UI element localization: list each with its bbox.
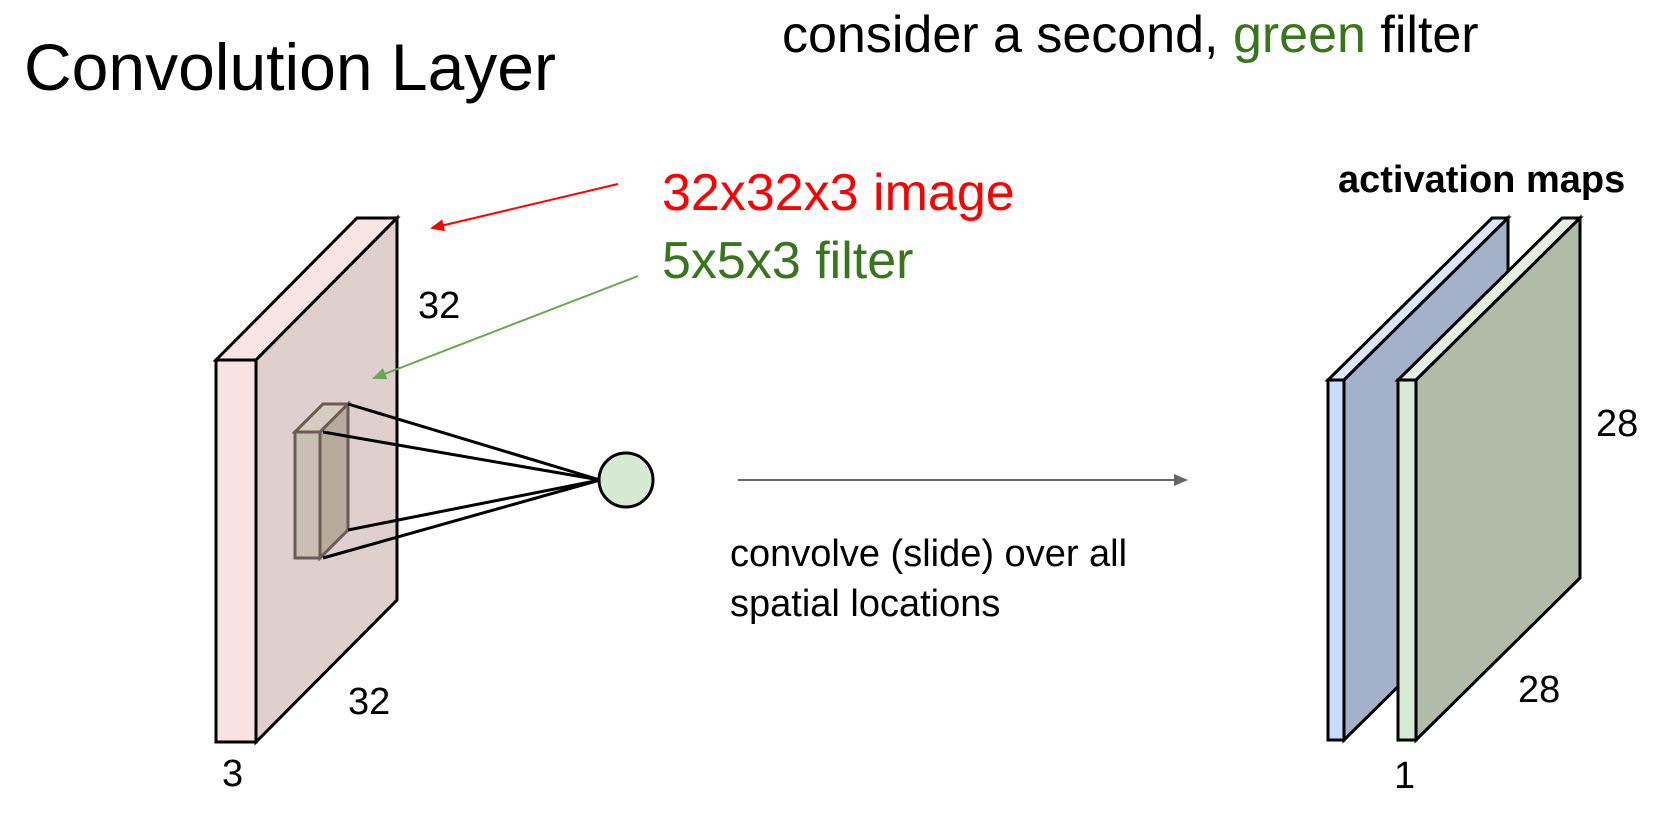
filter-connections: [322, 402, 601, 560]
slide-heading: consider a second, green filter: [782, 6, 1479, 64]
input-depth-label: 3: [222, 753, 243, 795]
filter-block: [291, 400, 352, 562]
slide-title: Convolution Layer: [24, 30, 556, 104]
activation-maps-title: activation maps: [1338, 159, 1625, 201]
heading-text-green: green: [1233, 6, 1366, 64]
image-label: 32x32x3 image: [662, 164, 1015, 222]
input-width-label: 32: [348, 681, 390, 723]
activation-map-1-side: [1326, 378, 1346, 742]
neuron-output: [597, 451, 655, 509]
connection-line: [322, 430, 601, 482]
output-width-label: 28: [1518, 669, 1560, 711]
filter-face: [318, 400, 350, 562]
connection-line: [347, 478, 601, 532]
connection-line: [347, 402, 601, 482]
filter-side: [293, 430, 322, 560]
convolve-caption-line1: convolve (slide) over all: [730, 533, 1127, 575]
heading-text-after: filter: [1366, 6, 1479, 64]
input-volume-side: [214, 358, 258, 744]
input-height-label: 32: [418, 285, 460, 327]
image-pointer-arrow: [430, 183, 619, 232]
output-depth-label: 1: [1394, 755, 1415, 797]
activation-map-2: [1394, 214, 1584, 744]
filter-label: 5x5x3 filter: [662, 232, 913, 290]
filter-pointer-arrow: [372, 275, 639, 380]
output-height-label: 28: [1596, 403, 1638, 445]
activation-map-2-side: [1396, 378, 1418, 742]
connection-line: [322, 478, 601, 560]
heading-text-before: consider a second,: [782, 6, 1233, 64]
convolve-caption-line2: spatial locations: [730, 583, 1000, 625]
